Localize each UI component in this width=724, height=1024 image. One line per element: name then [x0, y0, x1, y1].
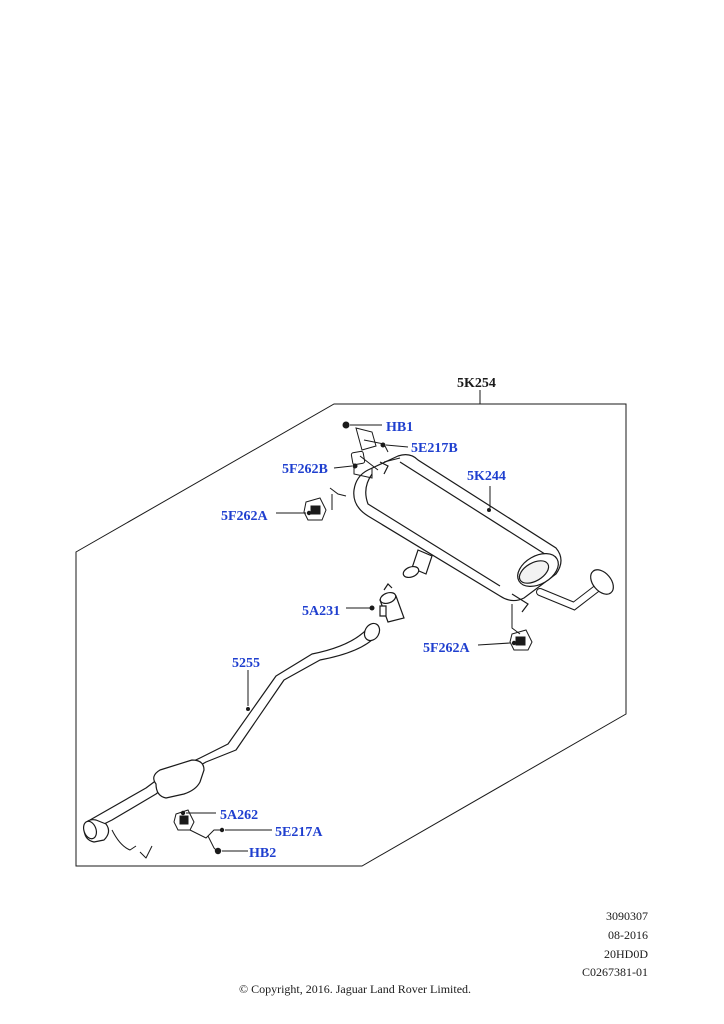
label-5f262a-left: 5F262A	[221, 509, 269, 524]
hb1-bolt	[342, 421, 350, 429]
rear-muffler	[354, 455, 618, 612]
label-5f262b: 5F262B	[282, 462, 328, 477]
diagram-date: 08-2016	[608, 928, 648, 942]
copyright-notice: © Copyright, 2016. Jaguar Land Rover Lim…	[238, 982, 472, 996]
5e217b-dot	[380, 442, 386, 448]
label-5a262: 5A262	[220, 808, 258, 823]
rear-hanger-bracket	[351, 428, 400, 478]
label-5k244: 5K244	[467, 469, 506, 484]
5k244-dot	[487, 508, 491, 512]
label-5e217a: 5E217A	[275, 825, 323, 840]
hb2-bolt	[214, 847, 222, 855]
label-5f262a-right: 5F262A	[423, 641, 471, 656]
5f262b-dot	[352, 463, 358, 469]
front-exhaust-pipe	[81, 621, 382, 858]
assembly-frame	[75, 403, 627, 867]
diagram-number: 3090307	[606, 909, 648, 923]
pipe-clamp	[379, 584, 404, 622]
label-5255: 5255	[232, 656, 260, 671]
front-hanger-bracket	[174, 810, 222, 852]
rubber-isolator-left	[304, 488, 346, 520]
label-5a231: 5A231	[302, 604, 340, 619]
5e217a-dot	[219, 827, 225, 833]
5f262a-left-dot	[306, 510, 312, 516]
rubber-isolator-right	[510, 604, 532, 650]
label-hb2: HB2	[249, 846, 276, 861]
5a231-dot	[369, 605, 375, 611]
label-5e217b: 5E217B	[411, 441, 458, 456]
label-hb1: HB1	[386, 420, 413, 435]
illustration-ref: C0267381-01	[582, 965, 648, 979]
5255-dot	[246, 707, 250, 711]
5f262a-right-dot	[511, 640, 517, 646]
5a262-dot	[180, 810, 186, 816]
model-code: 20HD0D	[604, 947, 648, 961]
leader-lines	[186, 424, 511, 852]
label-5k254: 5K254	[457, 376, 496, 391]
